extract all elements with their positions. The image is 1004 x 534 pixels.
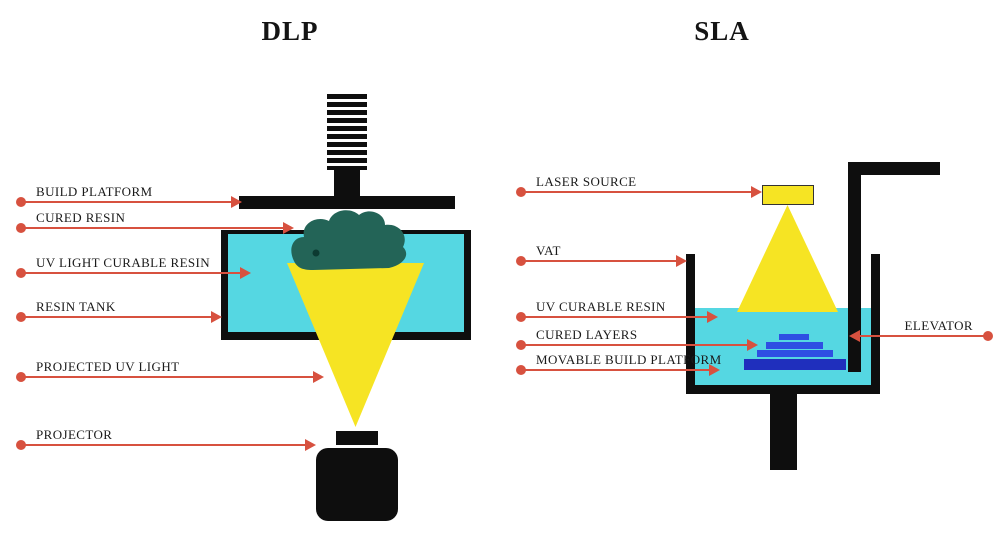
pointer-dot xyxy=(516,340,526,350)
arrowhead-icon xyxy=(707,311,718,323)
pointer-dot xyxy=(516,365,526,375)
sla-laser-source xyxy=(762,185,814,205)
label-projected-uv-light: PROJECTED UV LIGHT xyxy=(16,359,324,383)
dlp-projector-body xyxy=(316,448,398,521)
label-vat: VAT xyxy=(516,243,687,267)
pointer-line xyxy=(856,335,987,337)
pointer-line xyxy=(22,376,317,378)
label-text: UV LIGHT CURABLE RESIN xyxy=(36,255,211,270)
label-text: CURED RESIN xyxy=(36,210,126,225)
dlp-platform-shaft xyxy=(334,168,360,198)
pointer-line xyxy=(22,227,287,229)
label-text: BUILD PLATFORM xyxy=(36,184,153,199)
pointer-line xyxy=(22,201,235,203)
pointer-dot xyxy=(16,440,26,450)
pointer-dot xyxy=(16,197,26,207)
arrowhead-icon xyxy=(849,330,860,342)
label-build-platform: BUILD PLATFORM xyxy=(16,184,242,208)
arrowhead-icon xyxy=(313,371,324,383)
dlp-title: DLP xyxy=(261,16,319,46)
sla-movable-build-platform xyxy=(744,359,846,370)
pointer-line xyxy=(522,369,713,371)
dlp-build-platform xyxy=(239,196,455,209)
arrowhead-icon xyxy=(751,186,762,198)
pointer-dot xyxy=(16,312,26,322)
label-laser-source: LASER SOURCE xyxy=(516,174,762,198)
pointer-line xyxy=(522,344,751,346)
pointer-line xyxy=(522,191,755,193)
label-cured-resin: CURED RESIN xyxy=(16,210,294,234)
label-projector: PROJECTOR xyxy=(16,427,316,451)
pointer-line xyxy=(22,444,309,446)
arrowhead-icon xyxy=(231,196,242,208)
label-text: LASER SOURCE xyxy=(536,174,637,189)
arrowhead-icon xyxy=(747,339,758,351)
arrowhead-icon xyxy=(305,439,316,451)
label-text: UV CURABLE RESIN xyxy=(536,299,666,314)
dlp-projected-uv-beam xyxy=(287,263,424,427)
arrowhead-icon xyxy=(709,364,720,376)
arrowhead-icon xyxy=(211,311,222,323)
pointer-dot xyxy=(16,268,26,278)
dlp-projector-lens xyxy=(336,431,378,445)
sla-elevator-column xyxy=(848,162,861,372)
label-text: VAT xyxy=(536,243,561,258)
sla-title: SLA xyxy=(694,16,750,46)
label-text: ELEVATOR xyxy=(904,318,973,333)
label-cured-layers: CURED LAYERS xyxy=(516,327,758,351)
pointer-dot xyxy=(16,223,26,233)
dlp-lead-screw xyxy=(327,94,367,170)
sla-vat xyxy=(686,254,880,394)
arrowhead-icon xyxy=(676,255,687,267)
label-uv-curable-resin: UV CURABLE RESIN xyxy=(516,299,718,323)
label-text: PROJECTOR xyxy=(36,427,113,442)
pointer-dot xyxy=(516,312,526,322)
label-text: MOVABLE BUILD PLATFORM xyxy=(536,352,722,367)
pointer-dot xyxy=(516,256,526,266)
label-uv-light-curable-resin: UV LIGHT CURABLE RESIN xyxy=(16,255,251,279)
sla-elevator-arm xyxy=(848,162,940,175)
label-text: RESIN TANK xyxy=(36,299,116,314)
sla-cured-layer-bottom xyxy=(757,350,833,357)
arrowhead-icon xyxy=(240,267,251,279)
label-resin-tank: RESIN TANK xyxy=(16,299,222,323)
pointer-line xyxy=(22,272,244,274)
sla-support-rod xyxy=(770,394,797,470)
label-text: CURED LAYERS xyxy=(536,327,638,342)
arrowhead-icon xyxy=(283,222,294,234)
label-text: PROJECTED UV LIGHT xyxy=(36,359,180,374)
pointer-dot xyxy=(16,372,26,382)
pointer-dot xyxy=(983,331,993,341)
pointer-dot xyxy=(516,187,526,197)
sla-cured-layer-middle xyxy=(766,342,823,349)
pointer-line xyxy=(522,260,680,262)
pointer-line xyxy=(522,316,711,318)
sla-cured-layer-top xyxy=(779,334,809,340)
dlp-cured-resin-blob xyxy=(291,210,407,270)
pointer-line xyxy=(22,316,215,318)
label-elevator: ELEVATOR xyxy=(849,318,993,342)
label-movable-build-platform: MOVABLE BUILD PLATFORM xyxy=(516,352,721,376)
